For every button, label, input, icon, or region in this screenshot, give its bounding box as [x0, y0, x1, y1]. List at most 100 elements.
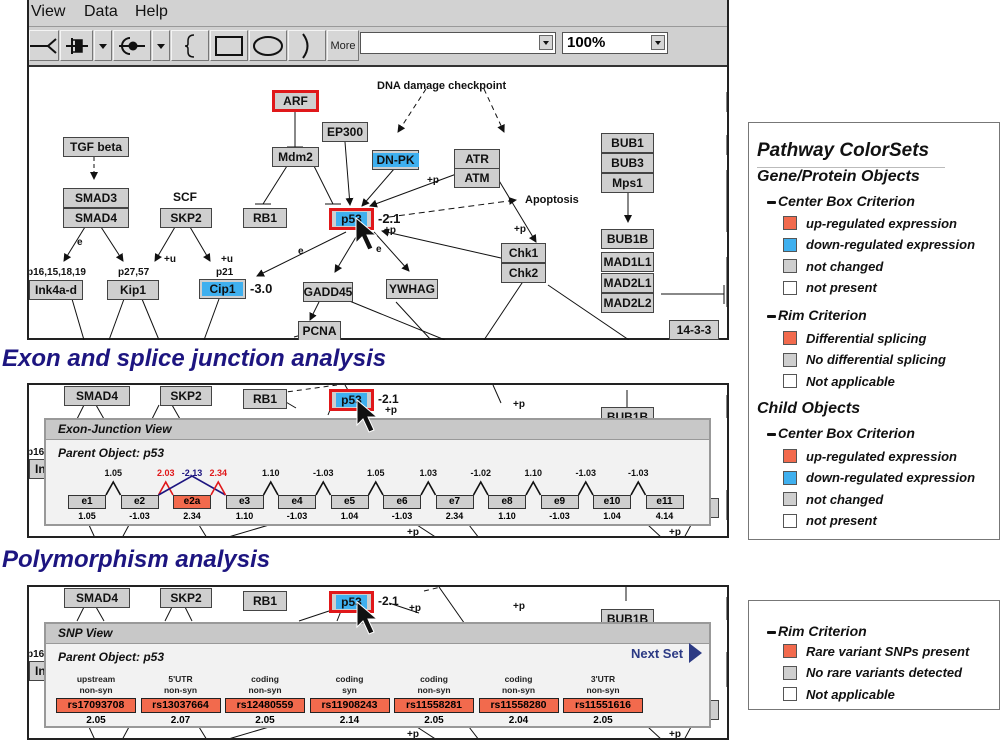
- more-button[interactable]: More: [327, 30, 359, 61]
- legend-label: Rare variant SNPs present: [806, 643, 970, 659]
- exon-box-e9[interactable]: e9: [540, 495, 579, 509]
- menu-data[interactable]: Data: [84, 3, 118, 20]
- snp-id-box[interactable]: rs11551616: [563, 698, 643, 713]
- exon-value-e8: 1.10: [498, 511, 516, 521]
- legend-label: not changed: [806, 491, 884, 507]
- snp-id-box[interactable]: rs12480559: [225, 698, 305, 713]
- exon-box-e6[interactable]: e6: [383, 495, 421, 509]
- snp-panel-edges: [76, 587, 727, 738]
- node-skp2[interactable]: SKP2: [160, 208, 212, 228]
- node-mdm2[interactable]: Mdm2: [272, 147, 319, 167]
- ligand-dropdown[interactable]: [94, 30, 112, 61]
- legend-label: down-regulated expression: [806, 237, 976, 252]
- node-atr[interactable]: ATR: [454, 149, 500, 169]
- next-set-button[interactable]: Next Set: [631, 642, 703, 664]
- snp-effect: non-syn: [163, 685, 198, 695]
- snp-id-box[interactable]: rs11558280: [478, 698, 559, 713]
- legend-center-item: not present: [783, 280, 877, 296]
- node-bub1[interactable]: BUB1: [601, 133, 654, 153]
- color-swatch: [783, 331, 797, 345]
- node-smad4[interactable]: SMAD4: [64, 386, 130, 406]
- snp-id-box[interactable]: rs11908243: [309, 698, 390, 713]
- pathway-canvas[interactable]: ARF EP300 Mdm2 DNA damage checkpoint DN-…: [29, 67, 727, 340]
- ligand-box-tool[interactable]: [60, 30, 93, 61]
- exon-box-e8[interactable]: e8: [488, 495, 526, 509]
- node-bub3[interactable]: BUB3: [601, 153, 654, 173]
- node-ink4a-d[interactable]: Ink4a-d: [29, 280, 83, 300]
- menu-view[interactable]: View: [31, 3, 66, 20]
- node-14-3-3[interactable]: 14-3-3: [669, 320, 719, 340]
- chevron-down-icon[interactable]: [539, 35, 553, 50]
- menu-help[interactable]: Help: [135, 3, 168, 20]
- label-p27: p27,57: [118, 267, 150, 278]
- node-smad4[interactable]: SMAD4: [63, 208, 129, 228]
- exon-box-e4[interactable]: e4: [278, 495, 316, 509]
- snp-region: coding: [251, 674, 279, 684]
- label-plus-u: +u: [164, 254, 176, 265]
- node-smad3[interactable]: SMAD3: [63, 188, 129, 208]
- node-mad2l2[interactable]: MAD2L2: [601, 293, 654, 313]
- exon-box-e5[interactable]: e5: [330, 495, 369, 509]
- node-arf[interactable]: ARF: [272, 90, 319, 112]
- node-tgf-beta[interactable]: TGF beta: [63, 137, 129, 157]
- node-mps1[interactable]: Mps1: [601, 173, 654, 193]
- pathway-select[interactable]: [360, 32, 556, 54]
- node-ywhag[interactable]: YWHAG: [386, 279, 438, 299]
- snp-value: 2.05: [424, 715, 444, 726]
- node-kip1[interactable]: Kip1: [107, 280, 159, 300]
- exon-box-e1[interactable]: e1: [68, 495, 106, 509]
- node-cip1[interactable]: Cip1: [199, 279, 246, 299]
- chevron-down-icon[interactable]: [651, 35, 665, 50]
- node-rb1[interactable]: RB1: [243, 208, 287, 228]
- exon-box-e7[interactable]: e7: [435, 495, 474, 509]
- snp-id-box[interactable]: rs13037664: [140, 698, 221, 713]
- node-rb1[interactable]: RB1: [243, 389, 287, 409]
- node-atm[interactable]: ATM: [454, 168, 500, 188]
- exon-box-e2a[interactable]: e2a: [173, 495, 211, 509]
- junction-line-e3-e4: [262, 480, 279, 496]
- ellipse-tool[interactable]: [249, 30, 287, 61]
- node-chk2[interactable]: Chk2: [501, 263, 546, 283]
- node-gadd45[interactable]: GADD45: [303, 282, 353, 302]
- node-skp2[interactable]: SKP2: [160, 386, 212, 406]
- zoom-select[interactable]: 100%: [562, 32, 668, 54]
- node-chk1[interactable]: Chk1: [501, 243, 546, 263]
- exon-box-e10[interactable]: e10: [593, 495, 631, 509]
- exon-box-e11[interactable]: e11: [645, 495, 684, 509]
- arc-tool[interactable]: [288, 30, 326, 61]
- snp-id-box[interactable]: rs11558281: [394, 698, 474, 713]
- node-mad2l1[interactable]: MAD2L1: [601, 273, 654, 293]
- label-plus-p: +p: [407, 527, 419, 538]
- exon-junction-diagram: [105, 475, 647, 496]
- rectangle-tool[interactable]: [210, 30, 248, 61]
- section-title-snp: Polymorphism analysis: [2, 546, 271, 573]
- snp-region: 3'UTR: [590, 674, 616, 684]
- node-mad1l1[interactable]: MAD1L1: [601, 252, 654, 272]
- receptor-dropdown[interactable]: [152, 30, 170, 61]
- node-smad4[interactable]: SMAD4: [64, 588, 130, 608]
- node-skp2[interactable]: SKP2: [160, 588, 212, 608]
- node-ep300[interactable]: EP300: [322, 122, 368, 142]
- brace-left-tool[interactable]: [171, 30, 209, 61]
- exon-box-e3[interactable]: e3: [225, 495, 264, 509]
- node-dn-pk[interactable]: DN-PK: [372, 150, 419, 170]
- node-pcna[interactable]: PCNA: [298, 321, 341, 340]
- legend-label: No rare variants detected: [806, 665, 963, 680]
- exon-box-e2[interactable]: e2: [120, 495, 159, 509]
- junction-line-e4-e5: [315, 480, 332, 496]
- legend-child-center-heading: Center Box Criterion: [767, 425, 915, 441]
- label-plus-p: +p: [513, 601, 525, 612]
- snp-id-box[interactable]: rs17093708: [56, 698, 136, 713]
- receptor-round-tool[interactable]: [113, 30, 151, 61]
- node-rb1[interactable]: RB1: [243, 591, 287, 611]
- node-bub1b[interactable]: BUB1B: [601, 229, 654, 249]
- receptor-line-tool[interactable]: [29, 30, 59, 61]
- color-swatch: [783, 492, 797, 506]
